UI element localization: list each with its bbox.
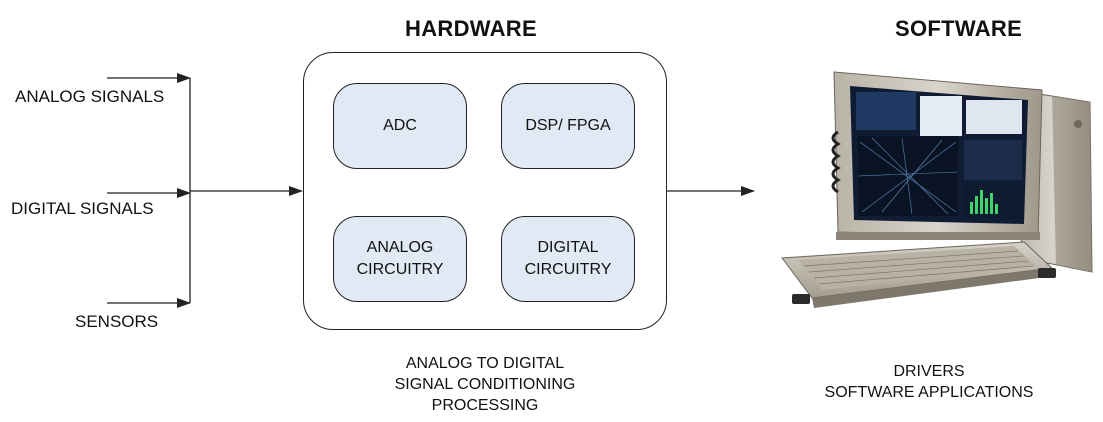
input-label-analog-signals: ANALOG SIGNALS <box>15 87 165 106</box>
hardware-caption-line2: SIGNAL CONDITIONING <box>394 376 576 393</box>
digital-circuitry-label-line1: DIGITAL <box>537 239 599 256</box>
digital-circuitry-block: DIGITAL CIRCUITRY <box>501 216 635 302</box>
analog-circuitry-label-line1: ANALOG <box>366 239 434 256</box>
hardware-caption: ANALOG TO DIGITAL SIGNAL CONDITIONING PR… <box>370 353 600 416</box>
digital-circuitry-label-line2: CIRCUITRY <box>524 261 612 278</box>
software-caption-line1: DRIVERS <box>893 363 965 380</box>
hardware-caption-line3: PROCESSING <box>431 397 539 414</box>
software-heading: SOFTWARE <box>895 16 1023 41</box>
hardware-heading: HARDWARE <box>405 16 537 41</box>
adc-label: ADC <box>383 117 417 134</box>
analog-circuitry-block: ANALOG CIRCUITRY <box>333 216 467 302</box>
dsp-fpga-block: DSP/ FPGA <box>501 83 635 169</box>
input-label-sensors: SENSORS <box>75 312 159 331</box>
input-label-digital-signals: DIGITAL SIGNALS <box>11 199 154 218</box>
analog-circuitry-label-line2: CIRCUITRY <box>356 261 444 278</box>
software-caption: DRIVERS SOFTWARE APPLICATIONS <box>800 361 1058 403</box>
software-caption-line2: SOFTWARE APPLICATIONS <box>824 384 1034 401</box>
rugged-laptop-computer-icon <box>781 71 1093 308</box>
adc-block: ADC <box>333 83 467 169</box>
hardware-caption-line1: ANALOG TO DIGITAL <box>405 355 565 372</box>
dsp-fpga-label: DSP/ FPGA <box>525 117 611 134</box>
